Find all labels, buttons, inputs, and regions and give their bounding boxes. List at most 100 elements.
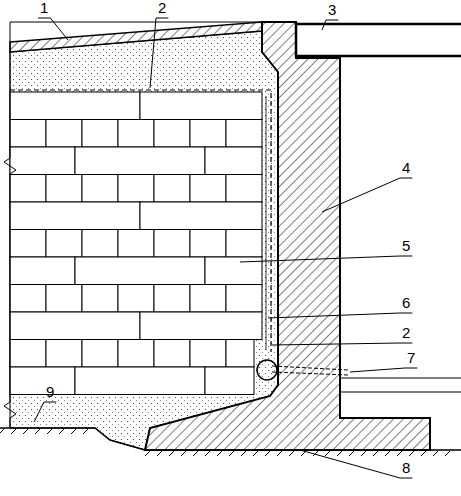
callout-number: 3 [326,2,338,18]
leader-line [34,402,56,422]
ground-tick [349,451,354,456]
ground-tick [145,451,150,456]
brick [190,340,226,368]
ground-tick [433,451,438,456]
brick [190,285,226,313]
brick [154,175,190,203]
ground-tick [35,429,40,434]
ground-tick [205,451,210,456]
break-line [4,22,16,428]
ground-tick [157,451,162,456]
brick [46,230,82,258]
ground-tick [253,451,258,456]
paving-slab [10,22,262,52]
ground-tick [289,451,294,456]
brick [82,120,118,148]
brick [154,340,190,368]
ground-hatching [0,429,450,456]
ground-tick [421,451,426,456]
brick [10,147,75,175]
brick [82,285,118,313]
leader-line [300,450,412,478]
callout-number: 5 [400,238,412,254]
ground-tick [83,429,88,434]
brick [46,285,82,313]
brick [10,312,140,340]
leader-line [150,18,168,88]
drain-outlet [272,372,348,375]
leader-line [240,256,412,262]
ground-tick [11,429,16,434]
ground-tick [325,451,330,456]
brick [10,175,46,203]
brick [154,230,190,258]
brick [10,230,46,258]
ground-tick [71,429,76,434]
brick [154,285,190,313]
drain-outlet [272,366,348,370]
brick [118,285,154,313]
callout-number: 8 [400,460,412,476]
ground-tick [409,451,414,456]
callout-number: 1 [38,0,50,16]
brick [190,230,226,258]
waterproofing-layer [10,90,271,352]
ground-tick [277,451,282,456]
leader-line [322,20,338,30]
ground-tick [397,451,402,456]
callout-number: 6 [400,295,412,311]
brick [82,340,118,368]
ground-tick [169,451,174,456]
drain-pipe [257,360,277,380]
callout-number: 4 [400,160,412,176]
ground-tick [445,451,450,456]
leader-line [272,343,412,345]
brick [10,202,140,230]
brick [190,120,226,148]
leader-line [350,368,417,372]
ground-tick [59,429,64,434]
ground-tick [265,451,270,456]
brick [82,230,118,258]
brick [10,257,75,285]
leader-line [38,18,68,40]
sand-fill [10,31,278,450]
brick [10,285,46,313]
brick [190,175,226,203]
brick [46,175,82,203]
ground-tick [0,429,4,434]
ground-tick [23,429,28,434]
brick [75,257,205,285]
floor-slab [296,24,461,56]
floor-line [340,392,461,393]
leader-line [322,178,412,212]
brick [226,340,254,368]
brick [226,230,262,258]
brick [205,367,254,395]
callout-number: 9 [44,384,56,400]
brick [118,340,154,368]
ground-tick [217,451,222,456]
brick [10,340,46,368]
brick [75,367,205,395]
brick [118,175,154,203]
brick [226,285,262,313]
ground-tick [241,451,246,456]
brick [154,120,190,148]
callout-number: 7 [405,350,417,366]
ground-tick [373,451,378,456]
ground-tick [47,429,52,434]
brick [118,120,154,148]
brick [226,175,262,203]
leader-line [268,313,412,318]
ground-tick [361,451,366,456]
floor-line [340,377,461,378]
brick [46,120,82,148]
brick [140,202,262,230]
ground-line [0,428,461,450]
brick [10,120,46,148]
brick [118,230,154,258]
brick [226,120,262,148]
